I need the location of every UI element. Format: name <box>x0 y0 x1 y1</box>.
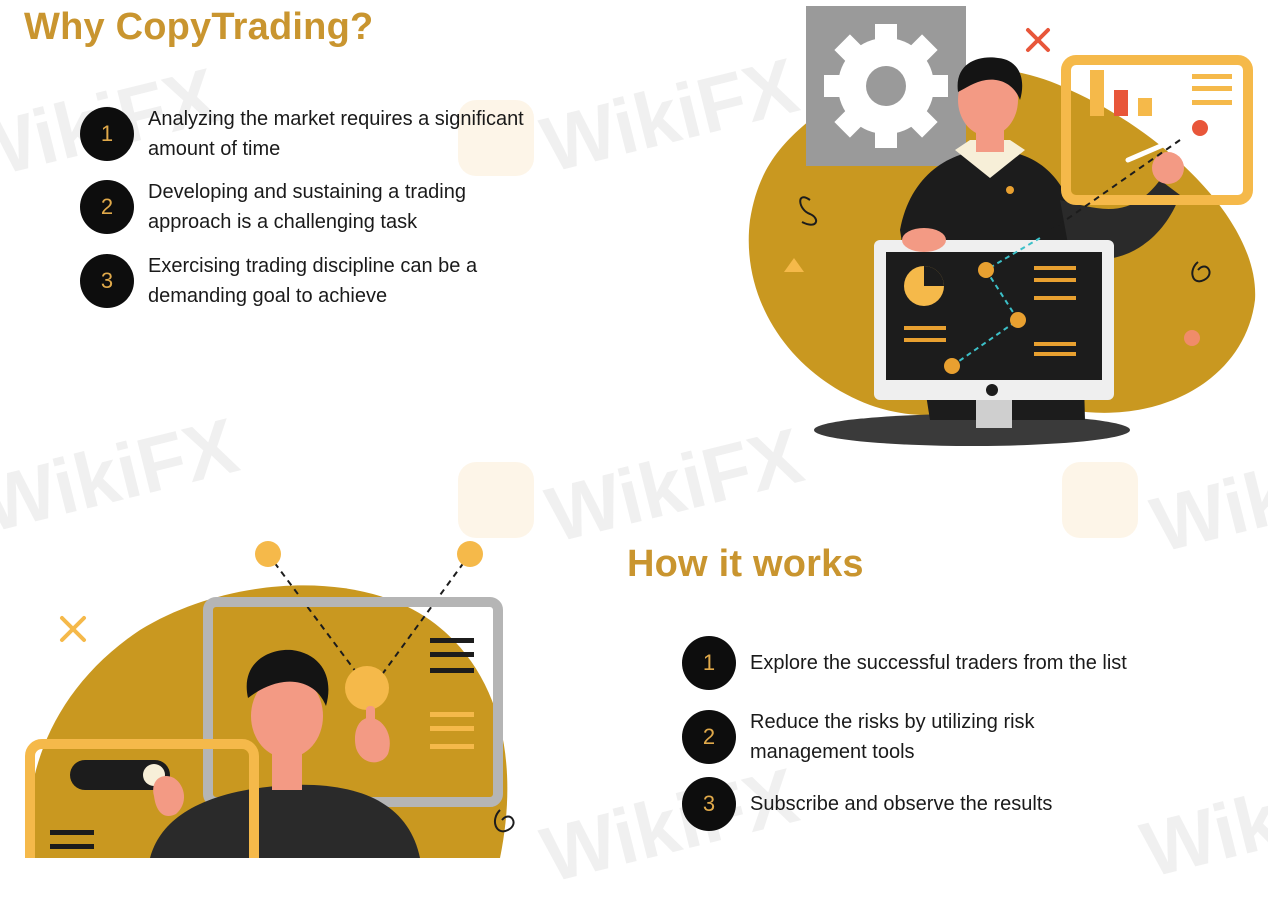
board-dot <box>1192 120 1208 136</box>
squiggle-shape <box>493 809 515 833</box>
dot-shape <box>1184 330 1200 346</box>
step-text-line: Subscribe and observe the results <box>750 793 1053 815</box>
step-text-line: demanding goal to achieve <box>148 285 388 307</box>
list-item: 1 Explore the successful traders from th… <box>682 636 1127 690</box>
chart-board <box>1061 55 1253 205</box>
pie-chart-icon <box>904 266 944 306</box>
step-text-line: Reduce the risks by utilizing risk <box>750 711 1035 733</box>
step-number-badge: 2 <box>80 180 134 234</box>
trend-point <box>978 262 994 278</box>
step-text-line: Explore the successful traders from the … <box>750 652 1127 674</box>
section-title-how: How it works <box>627 543 864 585</box>
list-item: 1 Analyzing the market requires a signif… <box>80 104 524 164</box>
section-title-why: Why CopyTrading? <box>24 6 374 48</box>
step-text: Exercising trading discipline can be a d… <box>148 251 477 311</box>
step-text: Analyzing the market requires a signific… <box>148 104 524 164</box>
tablet-line <box>50 830 94 835</box>
bar-chart-bar <box>1114 90 1128 116</box>
step-text-line: management tools <box>750 741 915 763</box>
person-collar <box>955 140 1025 178</box>
screen-line <box>904 338 946 342</box>
screen-line <box>1034 296 1076 300</box>
close-x-icon <box>1026 28 1050 52</box>
monitor-power <box>986 384 998 396</box>
board-line <box>1192 86 1232 91</box>
close-x-icon <box>60 616 86 642</box>
person-hair <box>246 649 329 706</box>
watermark: WikiFX <box>0 400 247 550</box>
watermark: WikiFX <box>1133 745 1268 895</box>
connector-line <box>267 553 363 681</box>
person-body <box>150 784 420 858</box>
screen-line <box>430 668 474 673</box>
screen-line <box>430 726 474 731</box>
step-number-badge: 1 <box>80 107 134 161</box>
screen-line <box>430 712 474 717</box>
screen-line <box>430 652 474 657</box>
step-number-badge: 3 <box>80 254 134 308</box>
step-number-badge: 3 <box>682 777 736 831</box>
trend-point <box>944 358 960 374</box>
shirt-button <box>1006 186 1014 194</box>
person-face <box>251 674 323 758</box>
step-text: Reduce the risks by utilizing risk manag… <box>750 707 1035 767</box>
list-item: 2 Developing and sustaining a trading ap… <box>80 177 466 237</box>
person-hand <box>354 717 390 763</box>
bar-chart-bar <box>1138 98 1152 116</box>
connector-line <box>377 553 471 681</box>
watermark-logo <box>458 462 534 538</box>
step-text: Explore the successful traders from the … <box>750 648 1127 678</box>
floor-shadow <box>814 414 1130 446</box>
screen-line <box>904 326 946 330</box>
screen-line <box>1034 352 1076 356</box>
list-item: 3 Subscribe and observe the results <box>682 777 1052 831</box>
triangle-shape <box>784 258 804 272</box>
step-text-line: Analyzing the market requires a signific… <box>148 108 524 130</box>
connector-dot <box>457 541 483 567</box>
step-text-line: Exercising trading discipline can be a <box>148 255 478 277</box>
board-line <box>1192 100 1232 105</box>
trend-point <box>1010 312 1026 328</box>
screen-line <box>1034 342 1076 346</box>
target-circle <box>345 666 389 710</box>
person-hand <box>153 776 185 816</box>
pen <box>1125 139 1173 163</box>
board-line <box>1192 74 1232 79</box>
step-text-line: approach is a challenging task <box>148 211 418 233</box>
list-item: 2 Reduce the risks by utilizing risk man… <box>682 707 1035 767</box>
step-text-line: Developing and sustaining a trading <box>148 181 466 203</box>
squiggle-shape <box>1191 261 1211 283</box>
screen-line <box>1034 278 1076 282</box>
person-hand <box>902 228 946 252</box>
person-hand <box>1152 152 1184 184</box>
trader-monitor-illustration <box>748 6 1256 446</box>
step-number-badge: 2 <box>682 710 736 764</box>
list-item: 3 Exercising trading discipline can be a… <box>80 251 477 311</box>
bar-chart-icon <box>1090 70 1104 116</box>
step-text: Subscribe and observe the results <box>750 789 1052 819</box>
screen-line <box>430 638 474 643</box>
gear-icon <box>824 24 948 148</box>
trader-tablet-illustration <box>25 541 515 858</box>
tablet-frame <box>25 739 259 858</box>
connector-dot <box>255 541 281 567</box>
step-text-line: amount of time <box>148 138 281 160</box>
screen-line <box>1034 266 1076 270</box>
tablet-line <box>50 844 94 849</box>
step-number-badge: 1 <box>682 636 736 690</box>
screen-line <box>430 744 474 749</box>
squiggle-shape <box>799 196 818 226</box>
watermark-logo <box>1062 462 1138 538</box>
person-hair <box>957 57 1023 100</box>
step-text: Developing and sustaining a trading appr… <box>148 177 466 237</box>
pointing-finger <box>366 706 375 732</box>
trend-line <box>951 237 1041 367</box>
